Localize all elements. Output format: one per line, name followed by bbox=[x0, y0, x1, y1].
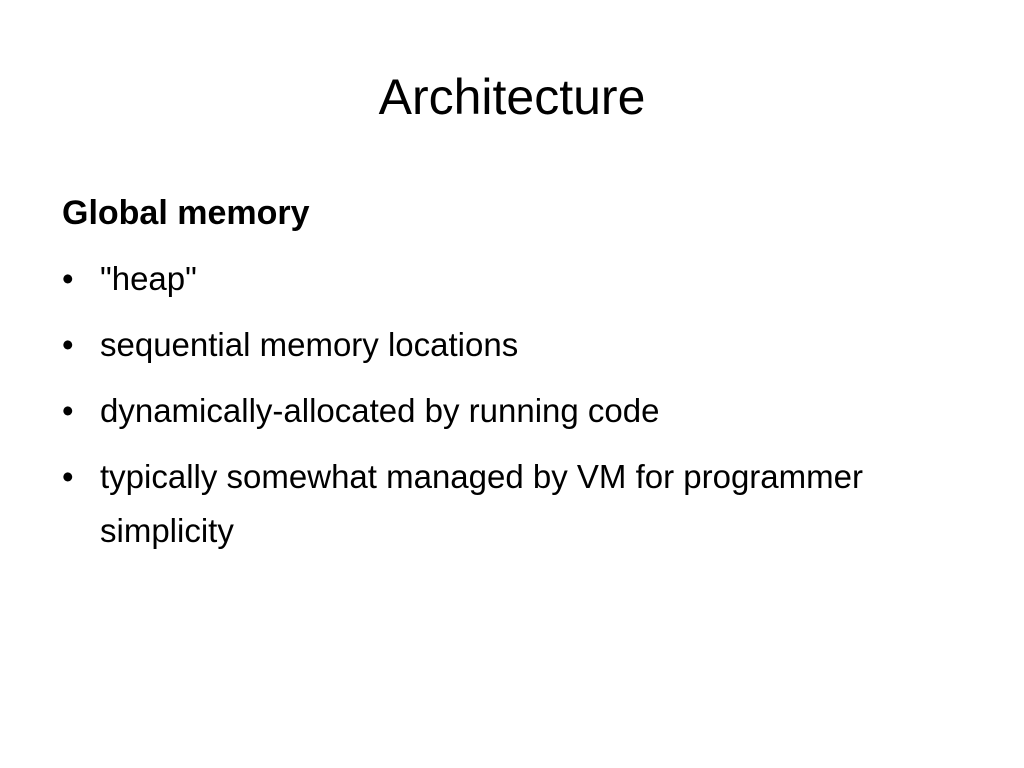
slide-title: Architecture bbox=[378, 69, 646, 125]
bullet-item: • "heap" bbox=[62, 252, 962, 306]
bullet-text: "heap" bbox=[100, 260, 197, 297]
bullet-text: sequential memory locations bbox=[100, 326, 519, 363]
bullet-text: typically somewhat managed by VM for pro… bbox=[100, 458, 863, 549]
bullet-item: • dynamically-allocated by running code bbox=[62, 384, 962, 438]
bullet-icon: • bbox=[62, 260, 74, 297]
bullet-item: • sequential memory locations bbox=[62, 318, 962, 372]
bullet-text: dynamically-allocated by running code bbox=[100, 392, 660, 429]
bullet-icon: • bbox=[62, 392, 74, 429]
bullet-item: • typically somewhat managed by VM for p… bbox=[62, 450, 962, 558]
bullet-icon: • bbox=[62, 326, 74, 363]
section-heading: Global memory bbox=[62, 194, 310, 232]
slide-body: Global memory • "heap" • sequential memo… bbox=[62, 188, 962, 570]
bullet-icon: • bbox=[62, 458, 74, 495]
bullet-list: • "heap" • sequential memory locations •… bbox=[62, 252, 962, 558]
